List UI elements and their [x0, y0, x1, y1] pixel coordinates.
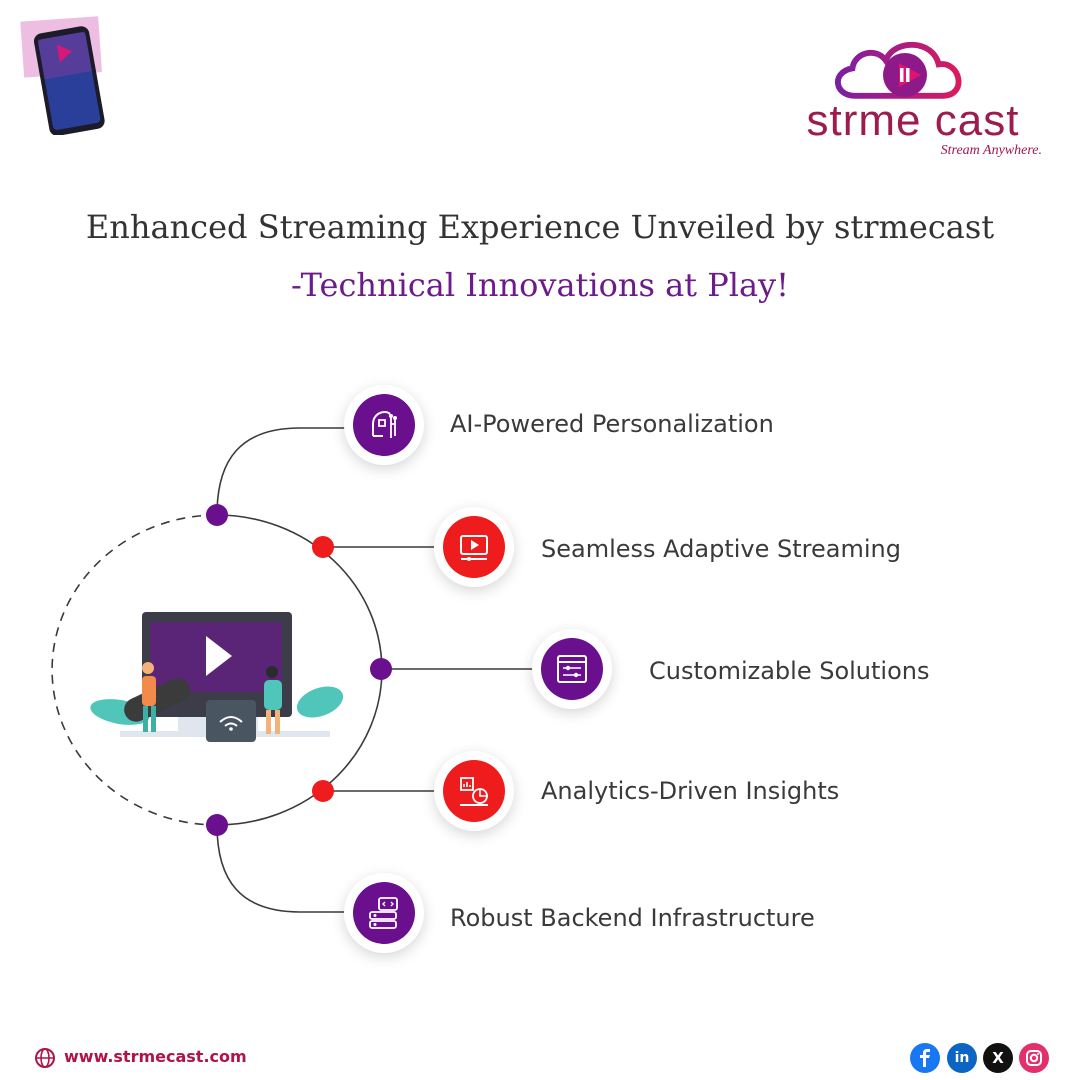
feature-badge-analytics [434, 751, 514, 831]
feature-label: AI-Powered Personalization [450, 410, 774, 438]
linkedin-icon[interactable]: in [947, 1043, 977, 1073]
connector-dot [370, 658, 392, 680]
connector-dot [312, 780, 334, 802]
settings-window-icon [557, 655, 587, 683]
features-diagram: AI-Powered Personalization Seamless Adap… [0, 370, 1080, 970]
feature-label: Seamless Adaptive Streaming [541, 535, 901, 563]
cloud-play-icon [835, 41, 962, 99]
analytics-icon [460, 777, 488, 806]
feature-badge-streaming [434, 507, 514, 587]
server-code-icon [369, 897, 398, 929]
instagram-icon[interactable] [1019, 1043, 1049, 1073]
connector-dot [206, 504, 228, 526]
headline-line-1: Enhanced Streaming Experience Unveiled b… [85, 208, 995, 246]
tv-illustration [90, 612, 344, 742]
feature-badge-ai [344, 385, 424, 465]
connector-dot [206, 814, 228, 836]
x-icon[interactable]: X [983, 1043, 1013, 1073]
facebook-icon[interactable] [910, 1043, 940, 1073]
feature-label: Customizable Solutions [649, 657, 930, 685]
brand-logo: strme cast Stream Anywhere. [775, 35, 1050, 165]
feature-badge-custom [532, 629, 612, 709]
feature-label: Analytics-Driven Insights [541, 777, 840, 805]
video-player-icon [460, 535, 488, 561]
phone-illustration [20, 16, 105, 135]
brand-name: strme cast [806, 96, 1020, 145]
brand-tagline: Stream Anywhere. [940, 143, 1042, 158]
connector-dot [312, 536, 334, 558]
globe-icon [35, 1048, 55, 1068]
diagram-connectors [51, 427, 540, 913]
feature-label: Robust Backend Infrastructure [450, 904, 815, 932]
headline-line-2: -Technical Innovations at Play! [291, 266, 789, 304]
feature-badge-backend [344, 873, 424, 953]
ai-brain-icon [372, 410, 397, 438]
website-link[interactable]: www.strmecast.com [64, 1047, 247, 1066]
